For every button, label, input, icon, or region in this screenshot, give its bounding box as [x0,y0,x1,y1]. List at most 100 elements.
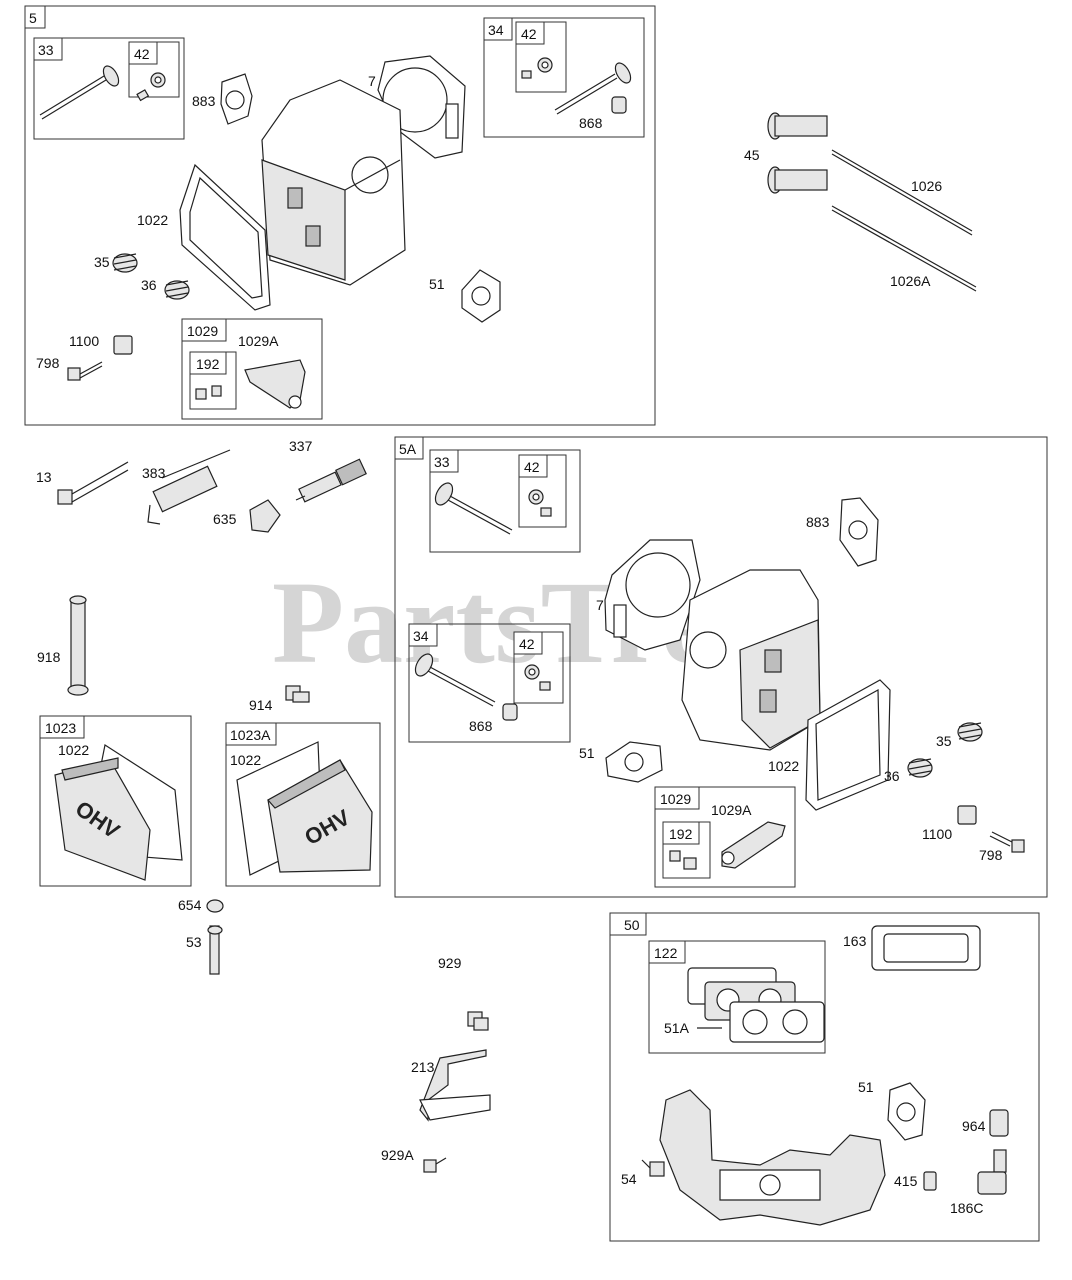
bolt-54-part [641,1159,665,1177]
spark-plug-boot-635-part [249,499,281,533]
label-5a-1100: 1100 [922,826,952,842]
label-635: 635 [213,511,237,527]
group-5-34-tag: 34 [488,22,504,38]
group-5-1029-tag: 1029 [187,323,218,339]
intake-valve-5a-part [434,482,552,535]
label-35: 35 [94,254,110,270]
label-5a-883: 883 [806,514,830,530]
bolt-929-part [467,1011,489,1031]
valve-spring-36-part [164,280,190,300]
spacer-964-part [989,1109,1009,1137]
label-1022: 1022 [137,212,168,228]
label-54: 54 [621,1171,637,1187]
group-5-33-tag: 33 [38,42,54,58]
label-51: 51 [429,276,445,292]
bolt-798-5a-part [989,831,1025,853]
label-1023-1022: 1022 [58,742,89,758]
label-964: 964 [962,1118,986,1134]
intake-gasket-part [461,269,501,323]
rocker-arm-5a-part [669,821,786,870]
valve-spring-35-part [112,253,138,273]
stud-53-part [207,925,223,975]
label-1026a: 1026A [890,273,931,289]
group-5a-33-42-tag: 42 [524,459,540,475]
label-5a-868: 868 [469,718,493,734]
label-45: 45 [744,147,760,163]
bolt-13-part [57,461,129,505]
label-7: 7 [368,73,376,89]
group-5a-1029-192-tag: 192 [669,826,693,842]
label-1026: 1026 [911,178,942,194]
valve-cover-gasket-part [179,163,271,311]
nut-1100-part [113,335,133,355]
valve-cover-gasket-5a-part [805,679,891,811]
group-1023-tag: 1023 [45,720,76,736]
label-918: 918 [37,649,61,665]
bolt-914-part [285,685,310,703]
group-5a-tag: 5A [399,441,417,457]
valve-spring-36-5a-part [907,758,933,778]
group-5a-33-tag: 33 [434,454,450,470]
group-50: 50 122 51A 163 51 964 [609,912,1040,1242]
valve-cover-1023-part: OHV [54,744,183,881]
label-163: 163 [843,933,867,949]
exhaust-gasket-part [220,73,253,125]
group-5-1029-192-tag: 192 [196,356,220,372]
label-5a-1022: 1022 [768,758,799,774]
label-213: 213 [411,1059,435,1075]
group-5-tag: 5 [29,10,37,26]
group-50-122-tag: 122 [654,945,678,961]
label-1100: 1100 [69,333,99,349]
gasket-163-part [871,925,981,971]
cylinder-head-5a-part [681,569,821,751]
group-5a: 5A 33 42 34 42 868 [394,436,1048,898]
label-186c: 186C [950,1200,983,1216]
bolt-929a-part [423,1157,447,1173]
label-5a-51: 51 [579,745,595,761]
intake-manifold-part [659,1089,886,1226]
exhaust-gasket-5a-part [839,497,879,567]
label-36: 36 [141,277,157,293]
label-1029a: 1029A [238,333,279,349]
label-50-51: 51 [858,1079,874,1095]
label-415: 415 [894,1173,918,1189]
label-914: 914 [249,697,273,713]
bracket-group: 929 213 929A [381,955,491,1173]
dipstick-tube-918-part [67,595,89,696]
exhaust-valve-5a-part [414,653,551,721]
group-50-tag: 50 [624,917,640,933]
label-798: 798 [36,355,60,371]
bolt-798-part [67,361,103,381]
nut-1100-5a-part [957,805,977,825]
governor-shaft-383-part [147,449,231,525]
intake-valve-part [39,65,120,120]
label-883: 883 [192,93,216,109]
cylinder-head-part [261,79,406,286]
label-5a-7: 7 [596,597,604,613]
group-5-34-42-tag: 42 [521,26,537,42]
group-5: 5 33 42 883 7 34 [24,5,656,426]
elbow-186c-part [977,1149,1007,1195]
bracket-213-part [419,1049,491,1122]
group-5a-34-42-tag: 42 [519,636,535,652]
intake-gasket-5a-part [605,741,663,783]
valve-cover-1023a-part: OHV [236,741,373,876]
head-gasket-5a-part [604,539,701,651]
gasket-51-part [887,1082,926,1141]
push-rod-1026-part [831,149,977,292]
lifter-45-part [767,112,828,194]
label-383: 383 [142,465,166,481]
label-53: 53 [186,934,202,950]
label-868: 868 [579,115,603,131]
label-5a-36: 36 [884,768,900,784]
rocker-arm-part [195,359,306,409]
group-5a-34-tag: 34 [413,628,429,644]
group-1023a-tag: 1023A [230,727,271,743]
label-5a-798: 798 [979,847,1003,863]
group-5a-1029-tag: 1029 [660,791,691,807]
label-13: 13 [36,469,52,485]
label-337: 337 [289,438,313,454]
label-1023a-1022: 1022 [230,752,261,768]
label-51a: 51A [664,1020,690,1036]
nut-654-part [206,899,224,913]
